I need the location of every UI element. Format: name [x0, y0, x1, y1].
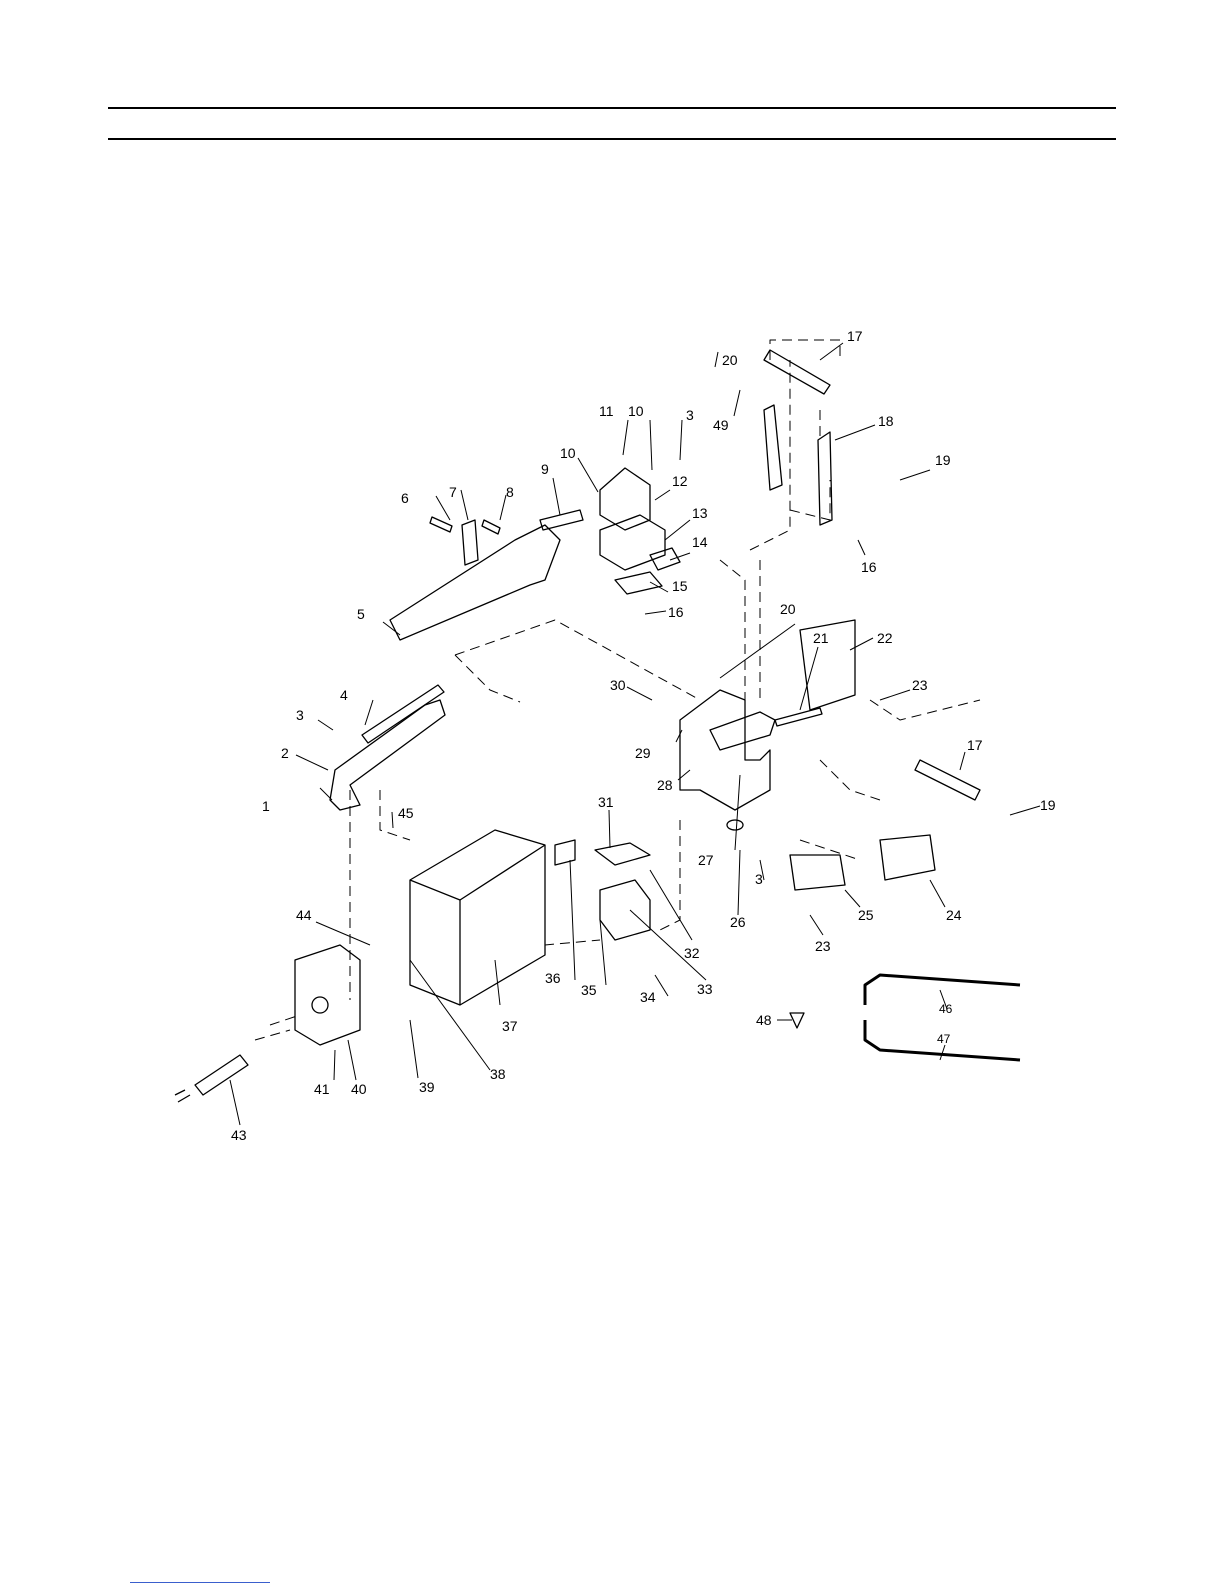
- callout-35: 35: [581, 982, 597, 998]
- callout-28: 28: [657, 777, 673, 793]
- callout-33: 33: [697, 981, 713, 997]
- callout-13: 13: [692, 505, 708, 521]
- callout-20: 20: [722, 352, 738, 368]
- callout-19: 19: [935, 452, 951, 468]
- callout-29: 29: [635, 745, 651, 761]
- callout-26: 26: [730, 914, 746, 930]
- part-frame-28: [680, 690, 770, 810]
- callout-48: 48: [756, 1012, 772, 1028]
- part-strap-36: [555, 840, 575, 865]
- callout-25: 25: [858, 907, 874, 923]
- part-cable-wires: [175, 1090, 190, 1102]
- part-pin-6: [430, 517, 452, 532]
- callout-5: 5: [357, 606, 365, 622]
- callout-17b: 17: [967, 737, 983, 753]
- part-block-33: [600, 880, 650, 940]
- callout-11: 11: [599, 403, 614, 419]
- callout-32: 32: [684, 945, 700, 961]
- footer-link-underline[interactable]: [130, 1582, 270, 1583]
- callout-18: 18: [878, 413, 894, 429]
- callout-34: 34: [640, 989, 656, 1005]
- callout-3c: 3: [755, 871, 763, 887]
- part-housing-37: [410, 830, 545, 1005]
- callout-43: 43: [231, 1127, 247, 1143]
- part-bracket-25: [790, 855, 845, 890]
- callout-19b: 19: [1040, 797, 1056, 813]
- part-handle-46: [865, 975, 1020, 1005]
- callout-47: 47: [937, 1032, 951, 1046]
- part-pin-8: [482, 520, 500, 534]
- callout-12: 12: [672, 473, 688, 489]
- part-rod-4: [362, 685, 444, 743]
- callout-leaders: [230, 343, 1040, 1125]
- callout-21: 21: [813, 630, 829, 646]
- callout-30: 30: [610, 677, 626, 693]
- callout-7: 7: [449, 484, 457, 500]
- callout-45: 45: [398, 805, 414, 821]
- callout-3: 3: [296, 707, 304, 723]
- callout-8: 8: [506, 484, 514, 500]
- callout-10b: 10: [628, 403, 644, 419]
- callout-38: 38: [490, 1066, 506, 1082]
- part-cover-24: [880, 835, 935, 880]
- callout-36: 36: [545, 970, 561, 986]
- callout-23: 23: [912, 677, 928, 693]
- callout-6: 6: [401, 490, 409, 506]
- part-endcap-hole: [312, 997, 328, 1013]
- part-housing-edge: [410, 845, 545, 900]
- callout-20b: 20: [780, 601, 796, 617]
- part-link-left: [764, 405, 782, 490]
- part-lever-1: [330, 700, 445, 810]
- part-plate-15: [615, 572, 662, 594]
- callout-31: 31: [598, 794, 614, 810]
- part-cable-43: [195, 1055, 248, 1095]
- callout-14: 14: [692, 534, 708, 550]
- callout-1: 1: [262, 798, 270, 814]
- part-plate-7: [462, 520, 478, 565]
- part-cup-26: [727, 820, 743, 830]
- callout-4: 4: [340, 687, 348, 703]
- callout-49: 49: [713, 417, 729, 433]
- part-roller-17-lower: [915, 760, 980, 800]
- callout-16b: 16: [861, 559, 877, 575]
- callout-3b: 3: [686, 407, 694, 423]
- callout-46: 46: [939, 1002, 953, 1016]
- callout-labels: 1 2 3 4 5 6 7 8 9 10 10 11 3 12 13 14 15…: [231, 328, 1056, 1143]
- callout-39: 39: [419, 1079, 435, 1095]
- part-channel-5: [390, 525, 560, 640]
- callout-40: 40: [351, 1081, 367, 1097]
- callout-23b: 23: [815, 938, 831, 954]
- part-block-13: [600, 515, 665, 570]
- callout-22: 22: [877, 630, 893, 646]
- callout-37: 37: [502, 1018, 518, 1034]
- callout-9: 9: [541, 461, 549, 477]
- part-rod-21: [775, 708, 822, 726]
- callout-15: 15: [672, 578, 688, 594]
- callout-16: 16: [668, 604, 684, 620]
- part-roller-17-upper: [764, 350, 830, 394]
- callout-10a: 10: [560, 445, 576, 461]
- part-48: [790, 1013, 804, 1028]
- callout-2: 2: [281, 745, 289, 761]
- callout-27: 27: [698, 852, 714, 868]
- callout-24: 24: [946, 907, 962, 923]
- part-frame-cross: [710, 712, 775, 750]
- callout-17: 17: [847, 328, 863, 344]
- part-block-31: [595, 843, 650, 865]
- callout-41: 41: [314, 1081, 330, 1097]
- callout-44: 44: [296, 907, 312, 923]
